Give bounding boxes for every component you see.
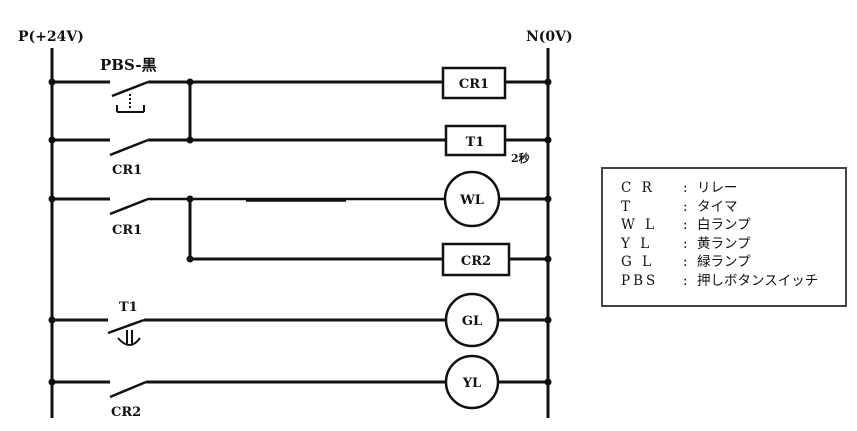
legend-sep: :	[683, 217, 688, 233]
push-button-actuator-icon	[116, 94, 145, 113]
cr1-contact-blade-2	[109, 197, 149, 216]
rung-5	[52, 318, 548, 346]
legend-key: Y L	[621, 235, 653, 252]
right-rail-label: N(0V)	[526, 29, 573, 45]
pbs-contact-blade	[111, 80, 149, 98]
legend-sep: :	[683, 272, 688, 289]
legend-value: タイマ	[697, 198, 738, 215]
legend-value: 黄ランプ	[697, 235, 751, 252]
legend-box: C R : リレー T : タイマ W L : 白ランプ Y L : 黄ランプ …	[601, 167, 847, 307]
legend-sep: :	[683, 254, 688, 270]
cr2-contact-blade	[109, 380, 147, 399]
rung-3	[52, 197, 548, 216]
cr1-coil-label: CR1	[459, 77, 489, 92]
timer-contact-mark-icon	[117, 330, 141, 346]
gl-lamp-label: GL	[462, 314, 482, 329]
legend-key: T	[621, 198, 634, 215]
legend-key: G L	[621, 254, 655, 270]
yl-lamp	[444, 354, 500, 410]
legend-key: C R	[621, 180, 655, 196]
rung-6	[52, 380, 548, 399]
legend-row: T : タイマ	[621, 198, 845, 217]
legend-row: Y L : 黄ランプ	[621, 235, 845, 254]
cr1-contact-label-2: CR1	[112, 223, 142, 238]
t1-coil-label: T1	[466, 135, 485, 150]
cr1-contact-label: CR1	[112, 163, 142, 178]
cr2-coil	[441, 242, 511, 277]
cr1-contact-blade	[109, 138, 149, 157]
legend-value: 押しボタンスイッチ	[697, 272, 819, 289]
cr2-coil-label: CR2	[461, 254, 491, 269]
wl-lamp	[443, 170, 501, 228]
legend-value: リレー	[697, 180, 738, 196]
legend-value: 白ランプ	[697, 217, 751, 233]
pbs-contact-label: PBS-黒	[100, 56, 157, 74]
cr2-contact-label: CR2	[111, 405, 141, 420]
legend-key: PBS	[621, 272, 659, 289]
t1-timer-setting: 2秒	[511, 151, 530, 165]
legend-row: W L : 白ランプ	[621, 216, 845, 235]
legend-sep: :	[683, 198, 688, 215]
wl-lamp-label: WL	[459, 193, 484, 208]
rung-2	[52, 138, 548, 157]
yl-lamp-label: YL	[462, 376, 481, 391]
t1-contact-blade	[107, 318, 145, 335]
cr1-coil	[441, 66, 507, 100]
legend-row: G L : 緑ランプ	[621, 253, 845, 272]
legend-sep: :	[683, 235, 688, 252]
t1-contact-label: T1	[119, 300, 138, 315]
legend-sep: :	[683, 180, 688, 196]
gl-lamp	[444, 292, 500, 348]
legend-key: W L	[621, 217, 658, 233]
legend-value: 緑ランプ	[697, 254, 751, 270]
rung-1	[52, 80, 548, 113]
junction-dots	[48, 78, 552, 386]
legend-row: PBS : 押しボタンスイッチ	[621, 272, 845, 291]
left-rail-label: P(+24V)	[18, 29, 84, 45]
legend-row: C R : リレー	[621, 179, 845, 198]
t1-coil	[444, 124, 507, 157]
